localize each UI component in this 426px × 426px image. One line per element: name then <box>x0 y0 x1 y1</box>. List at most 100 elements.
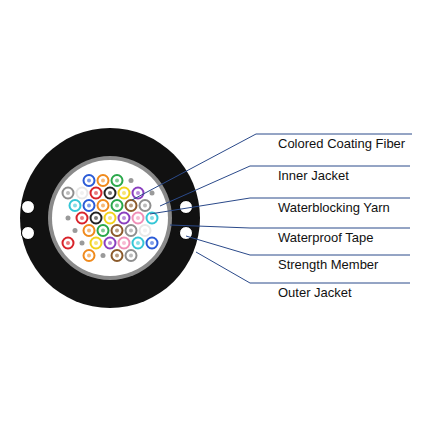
fiber-core <box>108 241 112 245</box>
fiber-core <box>115 229 119 233</box>
colored-fiber <box>112 175 123 186</box>
fiber-coating <box>84 175 95 186</box>
fiber-coating <box>140 225 151 236</box>
fiber-coating <box>98 175 109 186</box>
fiber-core <box>108 216 112 220</box>
fiber-core <box>122 216 126 220</box>
colored-fiber <box>105 238 116 249</box>
colored-fiber <box>84 175 95 186</box>
fiber-core <box>73 204 77 208</box>
colored-fiber <box>119 213 130 224</box>
colored-fiber <box>133 213 144 224</box>
colored-fiber <box>150 191 155 196</box>
colored-fiber <box>126 225 137 236</box>
colored-fiber <box>119 188 130 199</box>
colored-fiber <box>105 213 116 224</box>
fiber-coating <box>112 200 123 211</box>
fiber-core <box>143 204 147 208</box>
colored-fiber <box>112 250 123 261</box>
colored-fiber <box>84 225 95 236</box>
colored-fiber <box>73 228 78 233</box>
colored-fiber <box>91 213 102 224</box>
part-label: Strength Member <box>278 257 378 273</box>
fiber-core <box>101 229 105 233</box>
colored-fiber <box>133 238 144 249</box>
fiber-coating <box>119 188 130 199</box>
part-label: Waterblocking Yarn <box>278 200 390 216</box>
colored-fiber <box>84 250 95 261</box>
colored-fiber <box>140 225 151 236</box>
colored-fiber <box>80 241 85 246</box>
fiber-coating <box>105 188 116 199</box>
fiber-coating <box>63 238 74 249</box>
colored-fiber <box>119 238 130 249</box>
fiber-core <box>94 216 98 220</box>
fiber-coating <box>105 213 116 224</box>
waterblocking-yarn <box>101 253 106 258</box>
fiber-coating <box>77 188 88 199</box>
fiber-core <box>150 216 154 220</box>
fiber-core <box>136 216 140 220</box>
leader-line <box>170 225 410 228</box>
colored-fiber <box>77 188 88 199</box>
fiber-core <box>115 204 119 208</box>
inner-jacket <box>52 160 168 276</box>
fiber-coating <box>112 250 123 261</box>
fiber-core <box>87 229 91 233</box>
waterblocking-yarn <box>80 241 85 246</box>
fiber-coating <box>133 213 144 224</box>
fiber-coating <box>91 238 102 249</box>
fiber-core <box>122 241 126 245</box>
colored-fiber <box>98 175 109 186</box>
colored-fiber <box>91 238 102 249</box>
fiber-coating <box>147 238 158 249</box>
part-label: Inner Jacket <box>278 168 349 184</box>
waterblocking-yarn <box>73 228 78 233</box>
fiber-core <box>94 241 98 245</box>
colored-fiber <box>63 238 74 249</box>
colored-fiber <box>91 188 102 199</box>
part-label: Outer Jacket <box>278 285 352 301</box>
colored-fiber <box>98 225 109 236</box>
waterblocking-yarn <box>150 191 155 196</box>
fiber-coating <box>119 213 130 224</box>
fiber-coating <box>77 213 88 224</box>
fiber-core <box>87 179 91 183</box>
fiber-coating <box>126 200 137 211</box>
waterblocking-yarn <box>129 178 134 183</box>
fiber-coating <box>126 250 137 261</box>
fiber-core <box>87 204 91 208</box>
fiber-core <box>129 204 133 208</box>
colored-fiber <box>66 216 71 221</box>
fiber-coating <box>91 188 102 199</box>
colored-fiber <box>129 178 134 183</box>
outer-jacket <box>20 128 200 308</box>
fiber-coating <box>63 188 74 199</box>
fiber-core <box>129 254 133 258</box>
fiber-core <box>80 191 84 195</box>
fiber-coating <box>84 225 95 236</box>
leader-lines <box>132 134 412 283</box>
part-label: Waterproof Tape <box>278 230 373 246</box>
colored-fiber <box>147 238 158 249</box>
colored-fiber <box>84 200 95 211</box>
colored-fiber <box>63 188 74 199</box>
fiber-core <box>143 229 147 233</box>
colored-fiber <box>77 213 88 224</box>
fiber-coating <box>84 200 95 211</box>
strength-member <box>22 227 35 240</box>
leader-line <box>196 252 410 283</box>
fiber-coating <box>126 225 137 236</box>
fiber-coating <box>98 200 109 211</box>
strength-member <box>180 201 193 214</box>
fiber-core <box>80 216 84 220</box>
fiber-core <box>115 254 119 258</box>
fiber-core <box>108 191 112 195</box>
strength-member <box>22 201 35 214</box>
leader-line <box>132 134 412 200</box>
fiber-core <box>87 254 91 258</box>
colored-fiber <box>98 200 109 211</box>
fiber-coating <box>112 225 123 236</box>
fiber-coating <box>119 238 130 249</box>
